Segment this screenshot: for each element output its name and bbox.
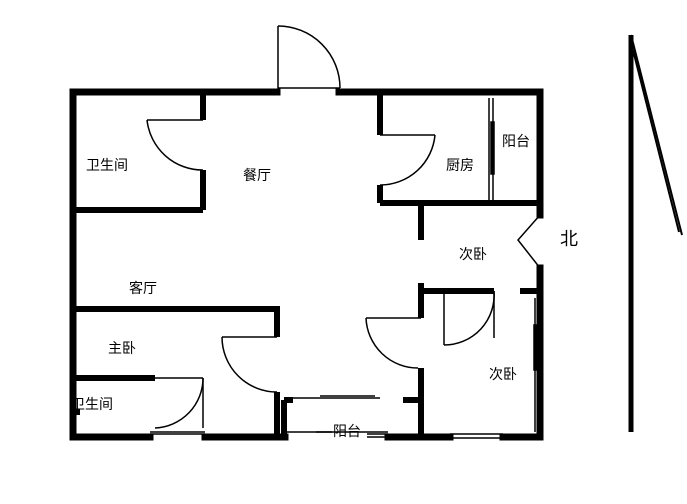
door-swings bbox=[146, 119, 541, 429]
outer-walls bbox=[69, 88, 544, 441]
room-label-dining: 餐厅 bbox=[243, 168, 271, 184]
room-label-living: 客厅 bbox=[129, 281, 157, 297]
room-label-master-bedroom: 主卧 bbox=[108, 341, 136, 357]
compass-north-label: 北 bbox=[560, 229, 578, 250]
room-label-secondary-bedroom-1: 次卧 bbox=[459, 247, 487, 263]
room-label-bathroom-bottom: 卫生间 bbox=[71, 397, 113, 413]
north-arrow-icon bbox=[628, 34, 683, 432]
interior-walls bbox=[73, 92, 540, 437]
room-label-balcony-top: 阳台 bbox=[502, 134, 530, 150]
room-label-bathroom-top: 卫生间 bbox=[86, 158, 128, 174]
room-label-balcony-bottom: 阳台 bbox=[333, 424, 361, 440]
balcony-partitions bbox=[290, 98, 539, 432]
room-label-secondary-bedroom-2: 次卧 bbox=[489, 367, 517, 383]
entrance-door bbox=[277, 25, 341, 92]
room-label-kitchen: 厨房 bbox=[446, 158, 474, 174]
bottom-openings bbox=[150, 431, 503, 439]
